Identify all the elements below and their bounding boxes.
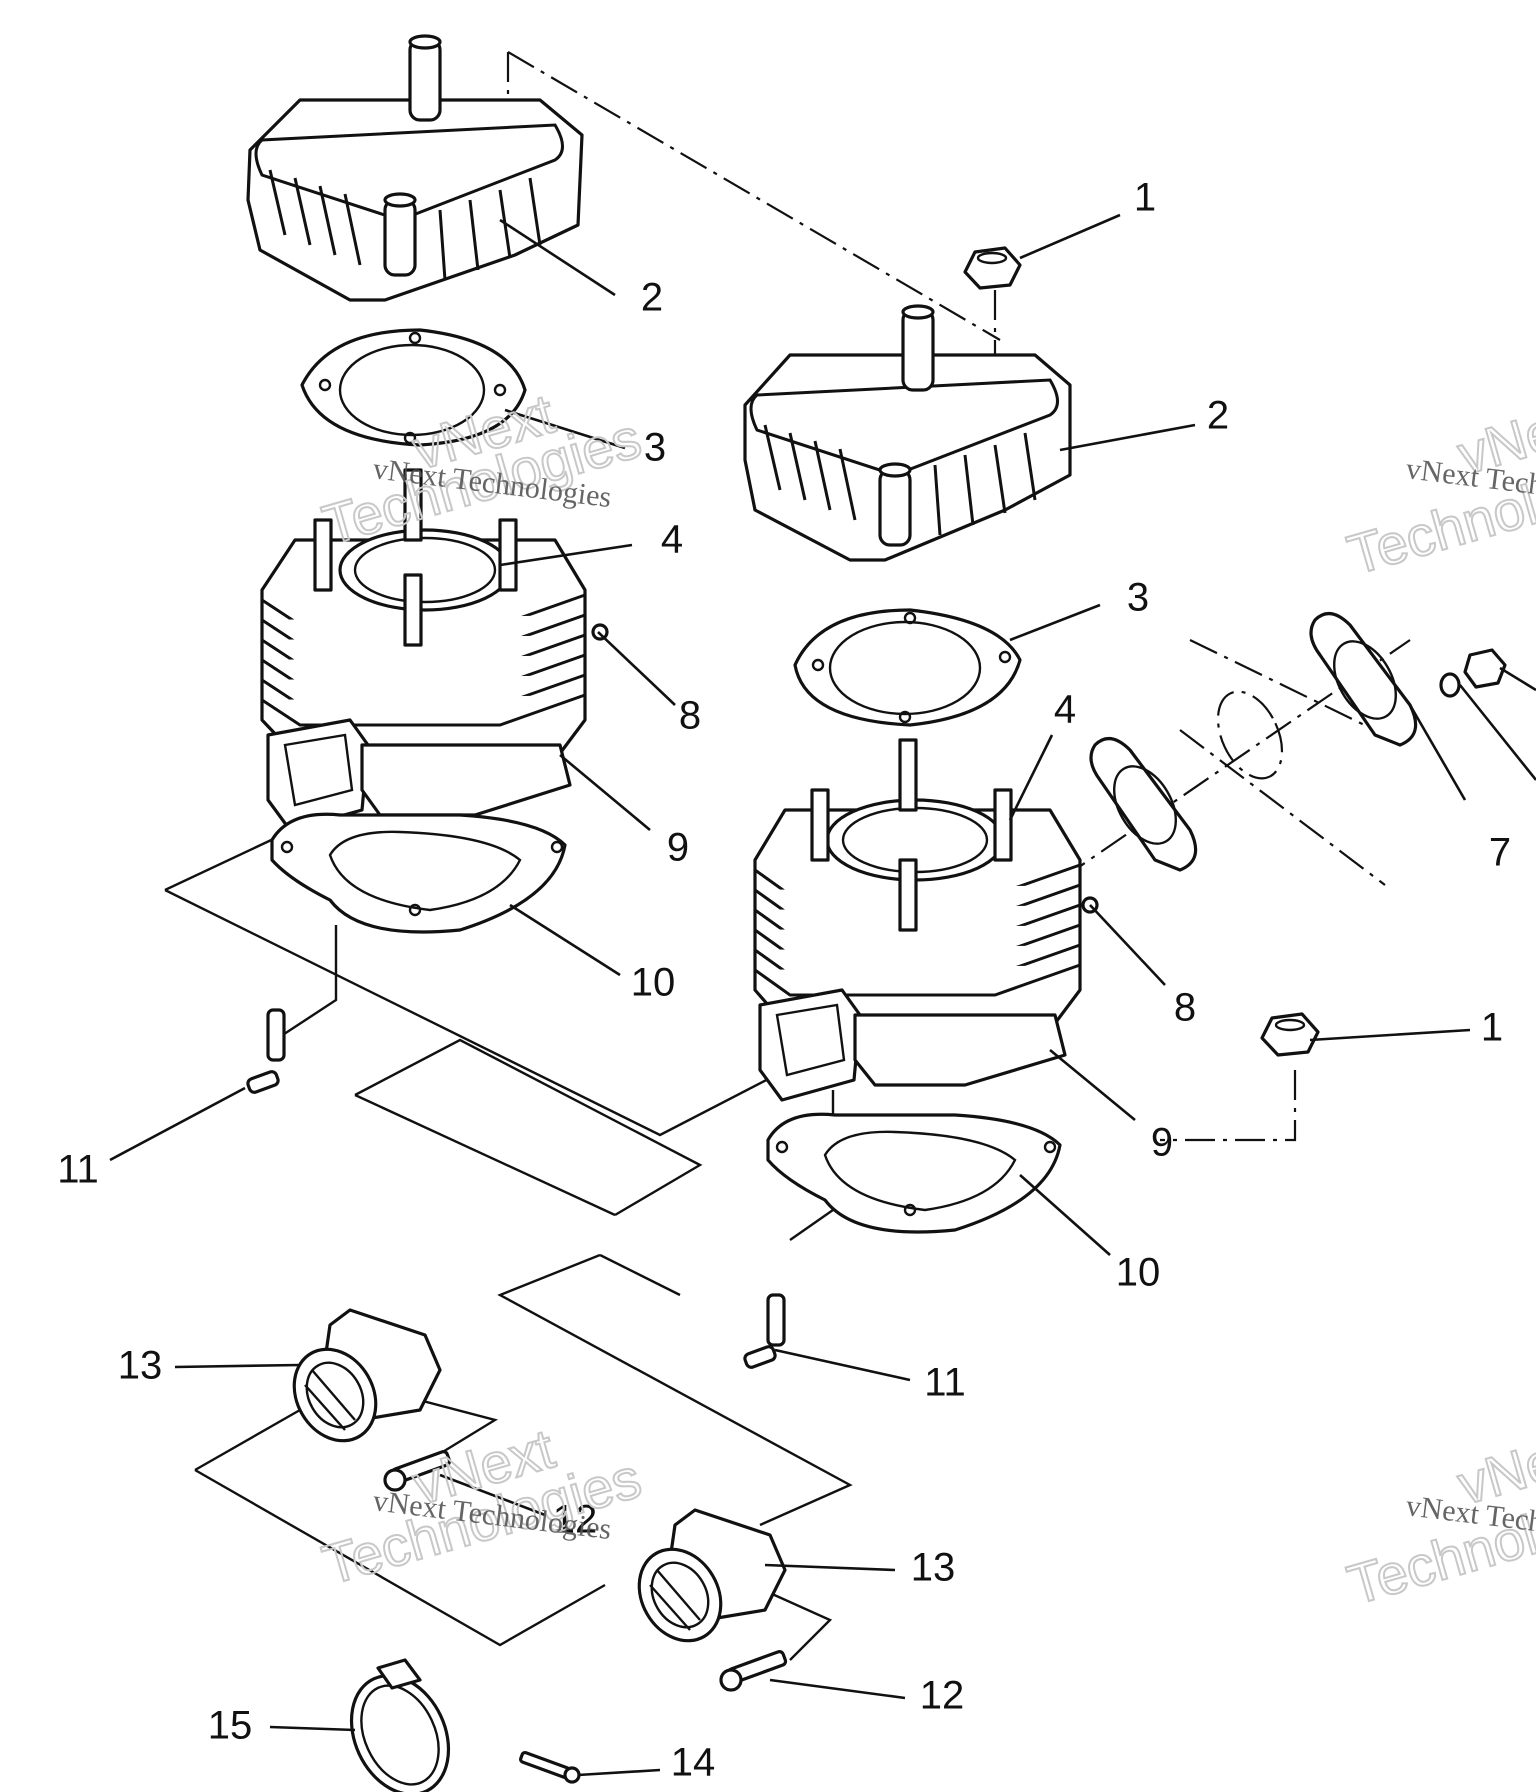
- callout-3-right: 3: [1127, 576, 1149, 620]
- cylinder-head-left: [246, 34, 584, 302]
- head-gasket-right: [793, 608, 1022, 727]
- nut-7: [1463, 648, 1507, 689]
- callout-8-right: 8: [1174, 986, 1196, 1030]
- callout-14: 14: [671, 1741, 716, 1785]
- callout-1-top: 1: [1134, 176, 1156, 220]
- head-gasket-left: [300, 328, 527, 447]
- callout-9-left: 9: [667, 826, 689, 870]
- intake-manifold-right: [637, 1508, 787, 1643]
- callout-10-left: 10: [631, 961, 676, 1005]
- callout-13-left: 13: [118, 1344, 163, 1388]
- callout-11-right: 11: [924, 1361, 966, 1405]
- bolt-14: [519, 1750, 581, 1784]
- leader-lines: [109, 213, 1536, 1777]
- callout-10-right: 10: [1116, 1251, 1161, 1295]
- gasket-outline-ghost: [1216, 690, 1284, 780]
- bolt-12-right: [719, 1650, 788, 1692]
- bolt-12-left: [383, 1450, 452, 1492]
- callout-8-left: 8: [679, 694, 701, 738]
- base-gasket-left: [270, 812, 567, 934]
- fitting-left: [246, 1008, 286, 1094]
- intake-manifold-left: [292, 1308, 442, 1443]
- callout-4-right: 4: [1054, 688, 1076, 732]
- nut-right: [1260, 1012, 1320, 1057]
- callout-12-left: 12: [553, 1498, 598, 1542]
- callout-11-left: 11: [57, 1148, 99, 1192]
- exhaust-gasket-b: [1309, 612, 1418, 747]
- callout-1-right: 1: [1481, 1006, 1503, 1050]
- assembly-connector-lines: [164, 808, 853, 1661]
- callout-3-left: 3: [644, 426, 666, 470]
- washer-7: [1439, 672, 1461, 698]
- cylinder-head-right: [743, 304, 1072, 562]
- callout-labels: 1 2 2 3 3 4 4 7 8 8 9 9 10 10 1 11 11 12…: [57, 176, 1511, 1785]
- callout-7: 7: [1489, 831, 1511, 875]
- callout-12-right: 12: [920, 1674, 965, 1718]
- callout-9-right: 9: [1151, 1121, 1173, 1165]
- callout-2-left: 2: [641, 276, 663, 320]
- base-gasket-right: [766, 1112, 1062, 1234]
- exhaust-gasket-a: [1089, 737, 1198, 872]
- callout-15: 15: [208, 1704, 253, 1748]
- cylinder-right: [753, 738, 1099, 1102]
- cylinder-left: [260, 468, 609, 832]
- callout-4-left: 4: [661, 518, 683, 562]
- callout-2-right: 2: [1207, 394, 1229, 438]
- nut-top: [963, 246, 1022, 290]
- watermarks: vNext Technologies vNext Technologies vN…: [315, 380, 1536, 1617]
- hose-clamp-15: [349, 1658, 451, 1792]
- callout-13-right: 13: [911, 1546, 956, 1590]
- fitting-right: [743, 1293, 786, 1369]
